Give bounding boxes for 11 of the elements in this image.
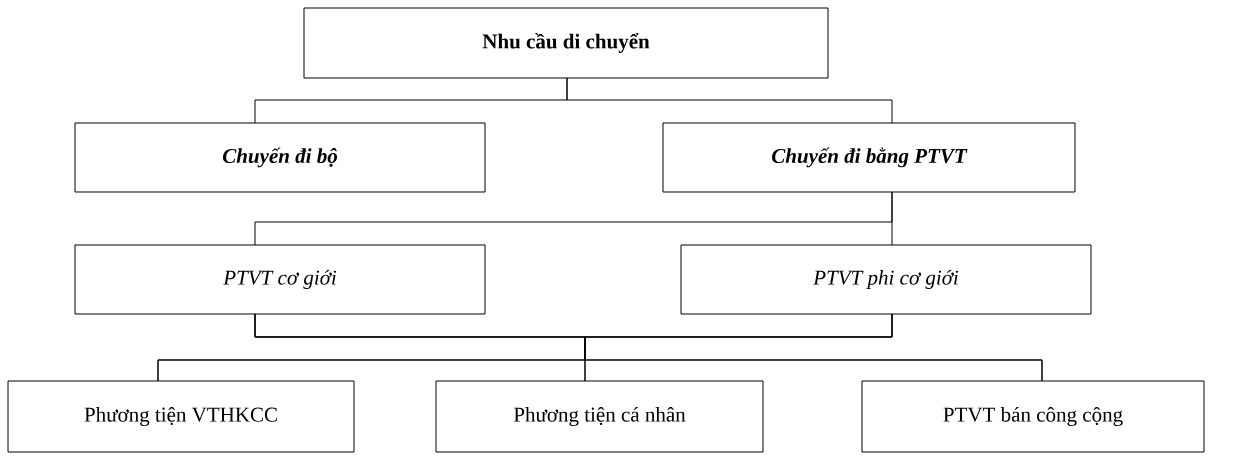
text-box: PTVT phi cơ giới — [680, 244, 1092, 315]
text-box: Phương tiện VTHKCC — [7, 380, 355, 453]
connector-line — [891, 191, 893, 246]
text-box: Nhu cầu di chuyển — [303, 7, 829, 79]
text-box: Phương tiện cá nhân — [435, 380, 764, 453]
text-box: PTVT cơ giới — [74, 244, 486, 315]
text-box: PTVT bán công cộng — [861, 380, 1205, 453]
connector-line — [566, 77, 893, 124]
text-box: Chuyến đi bằng PTVT — [662, 122, 1076, 193]
connector-line — [584, 313, 1043, 382]
text-box: Chuyến đi bộ — [74, 122, 486, 193]
